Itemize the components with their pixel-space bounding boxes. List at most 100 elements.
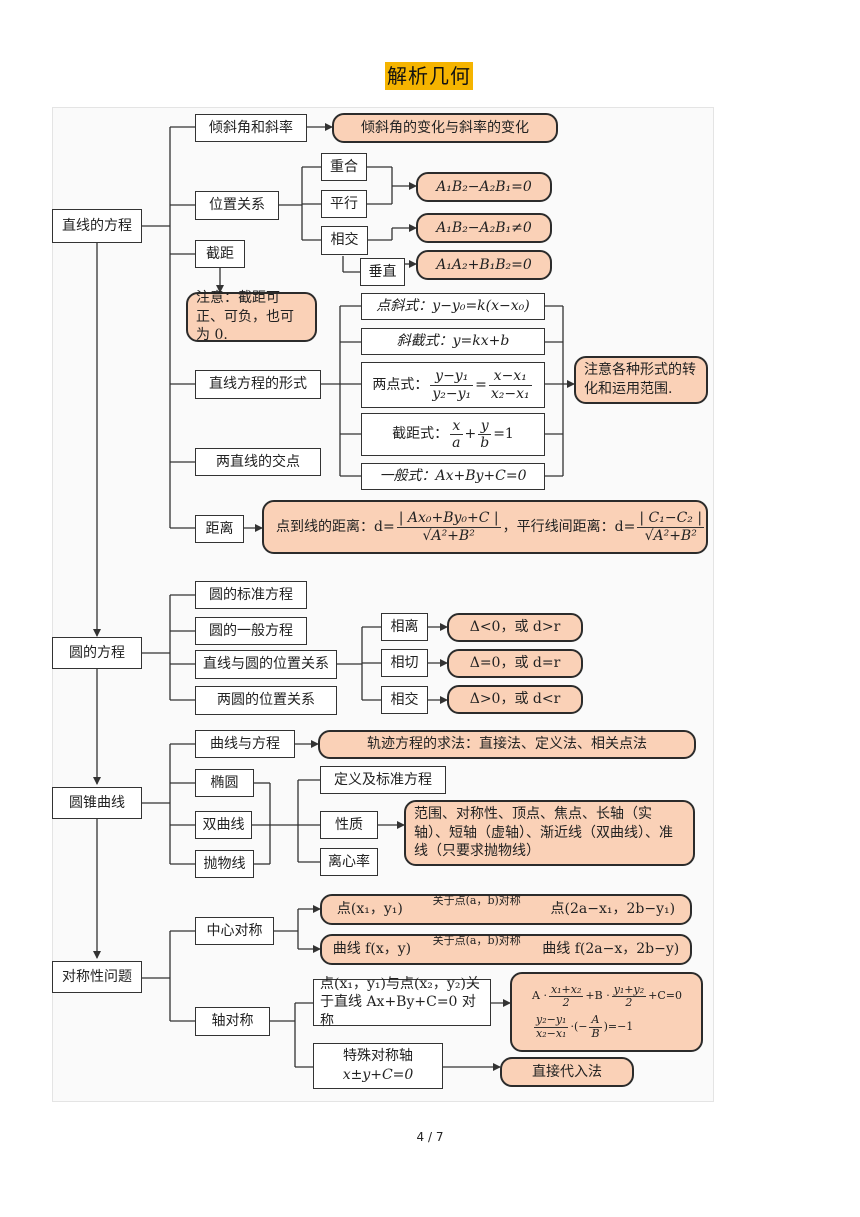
node-slope: 倾斜角和斜率	[195, 114, 307, 142]
node-circle-intersect: 相交	[381, 686, 428, 714]
special-axis-line1: 特殊对称轴	[343, 1048, 413, 1065]
note-central-point: 点(x₁，y₁) 关于点(a，b)对称 点(2a−x₁，2b−y₁)	[320, 894, 692, 925]
node-definition: 定义及标准方程	[320, 766, 446, 794]
node-central-symmetry: 中心对称	[195, 917, 274, 945]
cond-circle-intersect: Δ>0，或 d<r	[447, 685, 583, 714]
node-separate: 相离	[381, 613, 428, 641]
cond-parallel: A₁B₂−A₂B₁=0	[416, 172, 552, 202]
cond-separate: Δ<0，或 d>r	[447, 613, 583, 642]
frac-denominator: x₂−x₁	[490, 385, 530, 402]
node-intersect: 相交	[321, 226, 368, 255]
note-distance: 点到线的距离：d= | Ax₀+By₀+C |√A²+B² ，平行线间距离：d=…	[262, 500, 708, 554]
frac-denominator: B	[591, 1026, 600, 1040]
frac-numerator: y₂−y₁	[534, 1013, 569, 1028]
node-circle-circle-relation: 两圆的位置关系	[195, 686, 337, 715]
node-parabola: 抛物线	[195, 850, 254, 878]
node-tangent: 相切	[381, 649, 428, 677]
intercept-form-label: 截距式：	[392, 426, 449, 443]
axial-eq1-c: +C=0	[648, 989, 683, 1003]
two-point-equals: =	[475, 376, 487, 393]
frac-numerator: x	[450, 418, 463, 435]
intercept-form-plus: +	[464, 426, 477, 443]
node-properties: 性质	[320, 811, 378, 839]
node-conic-curves: 圆锥曲线	[52, 787, 142, 819]
central-curve-arrow-label: 关于点(a，b)对称	[432, 934, 521, 948]
frac-numerator: A	[589, 1013, 602, 1028]
central-point-from: 点(x₁，y₁)	[336, 901, 403, 918]
central-curve-to: 曲线 f(2a−x，2b−y)	[542, 941, 680, 958]
frac-denominator: 2	[562, 996, 570, 1010]
axial-eq1-b: +B ·	[585, 989, 610, 1003]
node-hyperbola: 双曲线	[195, 811, 252, 839]
note-intercept: 注意：截距可正、可负，也可为 0.	[186, 290, 317, 343]
two-point-label: 两点式：	[372, 376, 429, 393]
node-line-circle-relation: 直线与圆的位置关系	[195, 650, 337, 679]
node-line-forms: 直线方程的形式	[195, 370, 321, 399]
dist-point-label: 点到线的距离：d=	[276, 518, 395, 535]
frac-numerator: | C₁−C₂ |	[637, 510, 705, 528]
page-title: 解析几何	[385, 62, 473, 90]
intercept-form-eq: =1	[493, 426, 514, 443]
node-line-equation: 直线的方程	[52, 209, 142, 243]
cond-intersect: A₁B₂−A₂B₁≠0	[416, 213, 552, 243]
note-trajectory-methods: 轨迹方程的求法：直接法、定义法、相关点法	[318, 730, 696, 759]
frac-denominator: √A²+B²	[422, 527, 475, 544]
note-slope: 倾斜角的变化与斜率的变化	[332, 113, 558, 143]
frac-denominator: x₂−x₁	[536, 1026, 567, 1040]
node-circle-equation: 圆的方程	[52, 637, 142, 669]
node-special-axis: 特殊对称轴 x±y+C=0	[313, 1043, 443, 1089]
frac-denominator: y₂−y₁	[432, 385, 472, 402]
node-circle-standard: 圆的标准方程	[195, 581, 307, 609]
node-symmetry-problems: 对称性问题	[52, 961, 142, 993]
page-number: 4 / 7	[416, 1130, 444, 1144]
node-distance: 距离	[195, 515, 244, 543]
note-direct-substitution: 直接代入法	[500, 1057, 634, 1087]
node-perpendicular: 垂直	[360, 258, 405, 286]
frac-denominator: a	[452, 435, 461, 451]
dist-point-frac: | Ax₀+By₀+C |√A²+B²	[396, 510, 501, 544]
node-position-relation: 位置关系	[195, 191, 279, 220]
axial-eq1-a: A ·	[532, 989, 547, 1003]
frac-numerator: | Ax₀+By₀+C |	[396, 510, 501, 528]
central-point-arrow-label: 关于点(a，b)对称	[432, 894, 521, 908]
frac-denominator: √A²+B²	[644, 527, 697, 544]
form-point-slope: 点斜式：y−y₀=k(x−x₀)	[361, 293, 545, 320]
node-circle-general: 圆的一般方程	[195, 617, 307, 645]
note-central-curve: 曲线 f(x，y) 关于点(a，b)对称 曲线 f(2a−x，2b−y)	[320, 934, 692, 965]
node-ellipse: 椭圆	[195, 769, 254, 797]
dist-parallel-frac: | C₁−C₂ |√A²+B²	[637, 510, 705, 544]
axial-eq2-mid: ·(−	[570, 1019, 588, 1033]
central-point-to: 点(2a−x₁，2b−y₁)	[550, 901, 676, 918]
note-line-forms: 注意各种形式的转化和运用范围.	[574, 356, 708, 404]
node-coincide: 重合	[321, 153, 367, 181]
frac-denominator: 2	[625, 996, 633, 1010]
frac-numerator: x₁+x₂	[548, 982, 584, 998]
dist-parallel-label: ，平行线间距离：d=	[502, 518, 636, 535]
form-slope-intercept: 斜截式：y=kx+b	[361, 328, 545, 355]
cond-perpendicular: A₁A₂+B₁B₂=0	[416, 250, 552, 280]
node-axial-symmetry: 轴对称	[195, 1007, 270, 1036]
node-intercept: 截距	[195, 240, 245, 268]
note-properties: 范围、对称性、顶点、焦点、长轴（实轴）、短轴（虚轴）、渐近线（双曲线）、准线（只…	[404, 800, 695, 866]
form-general: 一般式：Ax+By+C=0	[361, 463, 545, 490]
frac-numerator: y₁+y₂	[611, 982, 647, 998]
node-line-intersection: 两直线的交点	[195, 448, 321, 476]
node-eccentricity: 离心率	[320, 848, 378, 876]
frac-numerator: x−x₁	[488, 368, 532, 386]
node-axial-points: 点(x₁，y₁)与点(x₂，y₂)关于直线 Ax+By+C=0 对称	[313, 976, 491, 1029]
frac-numerator: y	[478, 418, 492, 435]
axial-eq2-end: )=−1	[603, 1019, 634, 1033]
